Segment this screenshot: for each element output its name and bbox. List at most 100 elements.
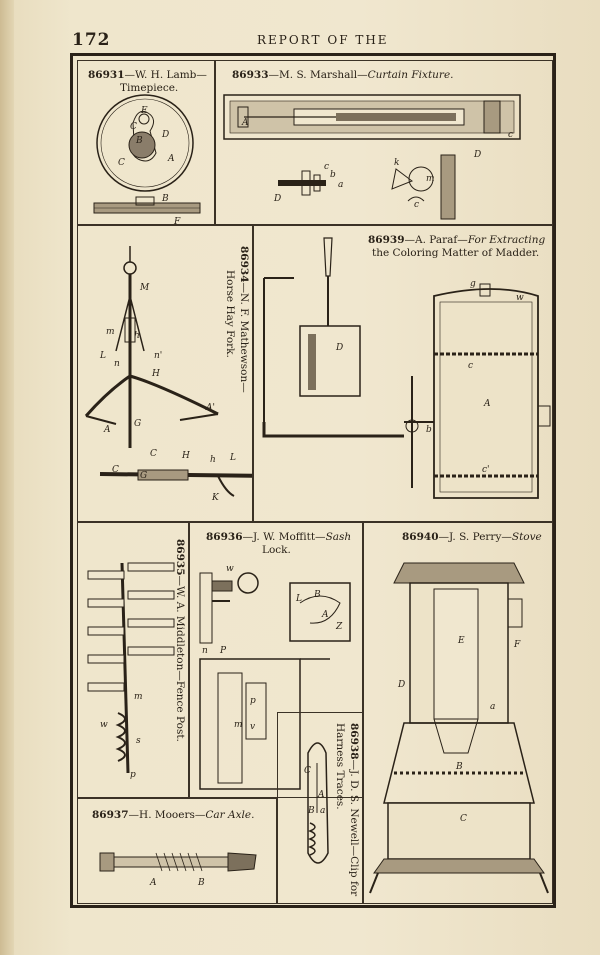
fig-letter: B [313, 590, 321, 600]
caption-86935: 86935—W. A. Middleton—Fence Post. [174, 539, 186, 742]
fig-letter: F [513, 640, 521, 650]
caption-86937: 86937—H. Mooers—Car Axle. [92, 809, 255, 821]
fig-letter: K [211, 493, 220, 503]
caption-86936: 86936—J. W. Moffitt—Sash [206, 531, 352, 543]
caption-86931: 86931—W. H. Lamb— [88, 69, 207, 81]
fig-letter: A' [205, 403, 215, 413]
caption-86933: 86933—M. S. Marshall—Curtain Fixture. [232, 69, 454, 81]
fig-letter: B [455, 762, 463, 772]
fig-letter: c [414, 200, 419, 210]
fig-letter: m [134, 692, 143, 702]
caption-86934: 86934—N. F. Mathewson— [238, 246, 250, 393]
fig-letter: D [161, 130, 169, 140]
fig-letter: A [241, 118, 249, 128]
fig-letter: H [151, 369, 160, 379]
page-number: 172 [72, 30, 111, 50]
fig-letter: A [167, 154, 175, 164]
caption-86939-title: the Coloring Matter of Madder. [372, 247, 540, 259]
fig-letter: C [150, 449, 157, 459]
caption-86938-title: Harness Traces. [334, 723, 346, 810]
caption-86939: 86939—A. Paraf—For Extracting [368, 234, 546, 246]
fig-letter: E [457, 636, 465, 646]
fig-letter: F [173, 217, 181, 225]
fig-letter: a [338, 180, 343, 190]
fig-letter: g [470, 279, 476, 289]
fig-letter: m [106, 327, 115, 337]
panel-86934-hay-fork: M m h L n n' H A A' G C H h L M C G K 86… [77, 225, 253, 522]
figure-curtain-fixture [223, 94, 521, 220]
fig-letter: A [317, 790, 325, 800]
caption-86938: 86938—J. D. S. Newell—Clip for [348, 723, 360, 897]
figure-stove [369, 562, 549, 894]
running-head: REPORT OF THE [257, 33, 389, 47]
fig-letter: C [304, 766, 311, 776]
fig-letter: L [229, 453, 236, 463]
panel-86940-stove: 86940—J. S. Perry—Stove E F D a B [363, 522, 553, 904]
caption-86934-title: Horse Hay Fork. [224, 270, 236, 358]
panel-86937-car-axle: 86937—H. Mooers—Car Axle. A B [77, 798, 277, 904]
figure-car-axle [99, 852, 257, 872]
fig-letter: c' [482, 465, 490, 475]
panel-86939-madder-apparatus: 86939—A. Paraf—For Extracting the Colori… [253, 225, 553, 522]
fig-letter: w [516, 293, 524, 303]
fig-letter: n' [154, 351, 162, 361]
fig-letter: D [397, 680, 405, 690]
fig-letter: c [508, 130, 513, 140]
fig-letter: n [202, 646, 208, 656]
fig-letter: w [226, 564, 234, 574]
figure-madder-apparatus [262, 237, 551, 499]
page-header: 172 REPORT OF THE [72, 30, 562, 52]
fig-letter: E [140, 106, 148, 116]
fig-letter: B [307, 806, 315, 816]
fig-letter: C [112, 465, 119, 475]
fig-letter: s [136, 736, 141, 746]
panel-86938-harness-clip: C A B a 86938—J. D. S. Newell—Clip for H… [277, 712, 363, 904]
panel-86936-sash-lock: 86936—J. W. Moffitt—Sash Lock. w n P L [189, 522, 363, 798]
fig-letter: D [335, 343, 343, 353]
fig-letter: B [197, 878, 205, 888]
figure-harness-clip [307, 742, 329, 864]
figure-timepiece [93, 94, 201, 214]
fig-letter: m [234, 720, 243, 730]
fig-letter: c [324, 162, 329, 172]
fig-letter: A [149, 878, 157, 888]
fig-letter: a [490, 702, 495, 712]
fig-letter: h [210, 455, 216, 465]
fig-letter: p [250, 696, 256, 706]
fig-letter: C [130, 122, 137, 132]
fig-letter: D [473, 150, 481, 160]
fig-letter: G [134, 419, 141, 429]
figure-sash-lock [199, 572, 351, 790]
fig-letter: C [460, 814, 467, 824]
book-spine-shadow [0, 0, 14, 955]
fig-letter: H [181, 451, 190, 461]
fig-letter: w [100, 720, 108, 730]
fig-letter: A [103, 425, 111, 435]
fig-letter: A [321, 610, 329, 620]
fig-letter: c [468, 361, 473, 371]
panel-86931-timepiece: 86931—W. H. Lamb— Timepiece. E C D B C A [77, 60, 215, 225]
caption-86931-title: Timepiece. [120, 82, 179, 94]
fig-letter: M [139, 283, 150, 293]
plate-frame: 86931—W. H. Lamb— Timepiece. E C D B C A [70, 53, 556, 908]
caption-86936-title: Lock. [262, 544, 291, 556]
panel-86933-curtain-fixture: 86933—M. S. Marshall—Curtain Fixture. [215, 60, 553, 225]
fig-letter: b [330, 170, 336, 180]
figure-hay-fork [84, 246, 252, 497]
fig-letter: B [135, 136, 143, 146]
caption-86940: 86940—J. S. Perry—Stove [402, 531, 542, 543]
fig-letter: P [219, 646, 227, 656]
fig-letter: p [130, 770, 136, 780]
fig-letter: v [250, 722, 255, 732]
fig-letter: m [426, 174, 435, 184]
fig-letter: L [295, 594, 302, 604]
fig-letter: n [114, 359, 120, 369]
fig-letter: h [134, 331, 140, 341]
fig-letter: B [161, 194, 169, 204]
fig-letter: D [273, 194, 281, 204]
fig-letter: A [483, 399, 491, 409]
figure-fence-post [87, 562, 175, 774]
fig-letter: a [320, 806, 325, 816]
fig-letter: L [99, 351, 106, 361]
